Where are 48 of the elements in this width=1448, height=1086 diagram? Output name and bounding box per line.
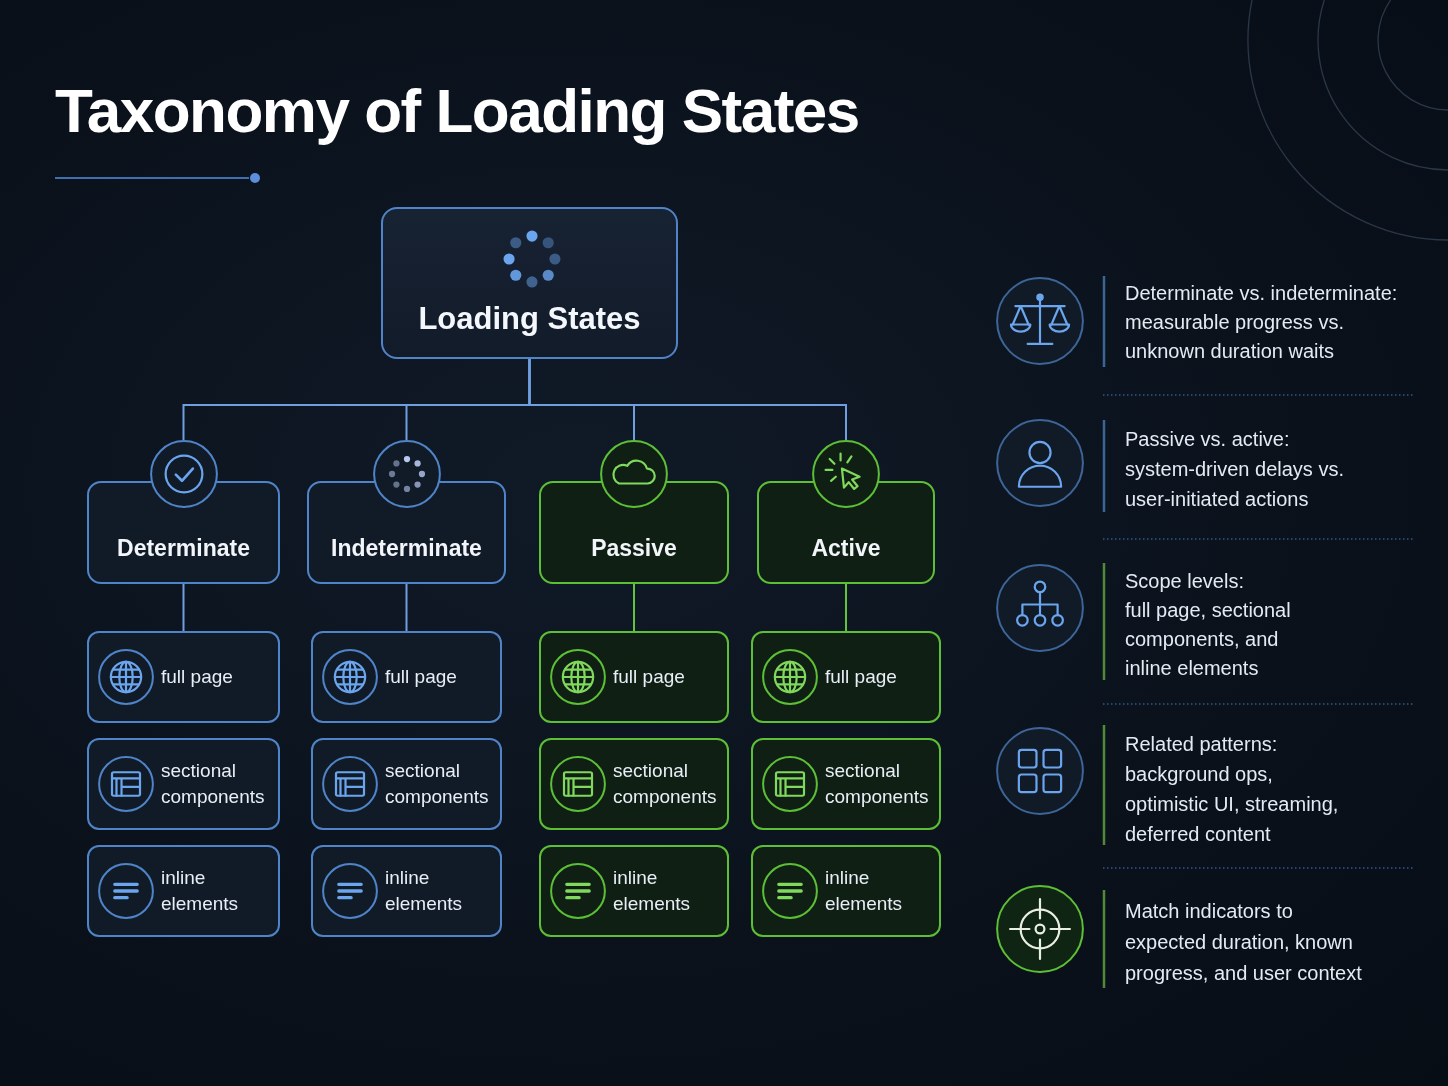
scope-label: inline elements: [161, 866, 240, 916]
scope-box: [311, 738, 502, 830]
scope-box: [751, 845, 941, 937]
scope-box: [751, 738, 941, 830]
note-text: full page, sectional components, and inline elements: [1125, 598, 1292, 681]
root-node-box: [381, 207, 678, 359]
connector-line: [845, 583, 847, 632]
note-text: measurable progress vs. unknown duration waits: [1125, 310, 1345, 364]
scope-box: [87, 738, 280, 830]
category-title: Passive: [591, 534, 677, 562]
scope-box: [539, 631, 729, 723]
note-heading: Scope levels:: [1125, 569, 1245, 594]
note-text: background ops, optimistic UI, streaming, deferred content: [1125, 762, 1340, 847]
category-title: Indeterminate: [331, 534, 482, 562]
scope-label: full page: [161, 665, 233, 689]
scope-box: [751, 631, 941, 723]
category-box: [757, 440, 935, 584]
scope-box: [87, 631, 280, 723]
scope-label: full page: [825, 665, 897, 689]
category-box: [539, 440, 729, 584]
note-text: Match indicators to expected duration, known progress, and user context: [1125, 899, 1363, 986]
scope-label: sectional components: [613, 759, 718, 809]
scope-label: full page: [613, 665, 685, 689]
connector-line: [528, 358, 847, 441]
connector-line: [182, 583, 185, 632]
note-heading: Passive vs. active:: [1125, 427, 1291, 452]
scope-box: [87, 845, 280, 937]
scope-label: full page: [385, 665, 457, 689]
connector-line: [405, 583, 408, 632]
scope-label: inline elements: [385, 866, 464, 916]
note-heading: Determinate vs. indeterminate:: [1125, 281, 1399, 306]
category-title: Active: [811, 534, 881, 562]
scope-label: sectional components: [385, 759, 490, 809]
category-box: [307, 440, 506, 584]
scope-label: inline elements: [613, 866, 692, 916]
scope-label: sectional components: [161, 759, 266, 809]
scope-box: [539, 845, 729, 937]
note-heading: Related patterns:: [1125, 732, 1279, 757]
category-title: Determinate: [117, 534, 250, 562]
connector-line: [633, 583, 635, 632]
scope-label: sectional components: [825, 759, 930, 809]
node-title: Loading States: [418, 301, 641, 337]
scope-box: [311, 845, 502, 937]
scope-label: inline elements: [825, 866, 904, 916]
note-text: system-driven delays vs. user-initiated actions: [1125, 457, 1345, 512]
scope-box: [539, 738, 729, 830]
scope-box: [311, 631, 502, 723]
category-box: [87, 440, 280, 584]
